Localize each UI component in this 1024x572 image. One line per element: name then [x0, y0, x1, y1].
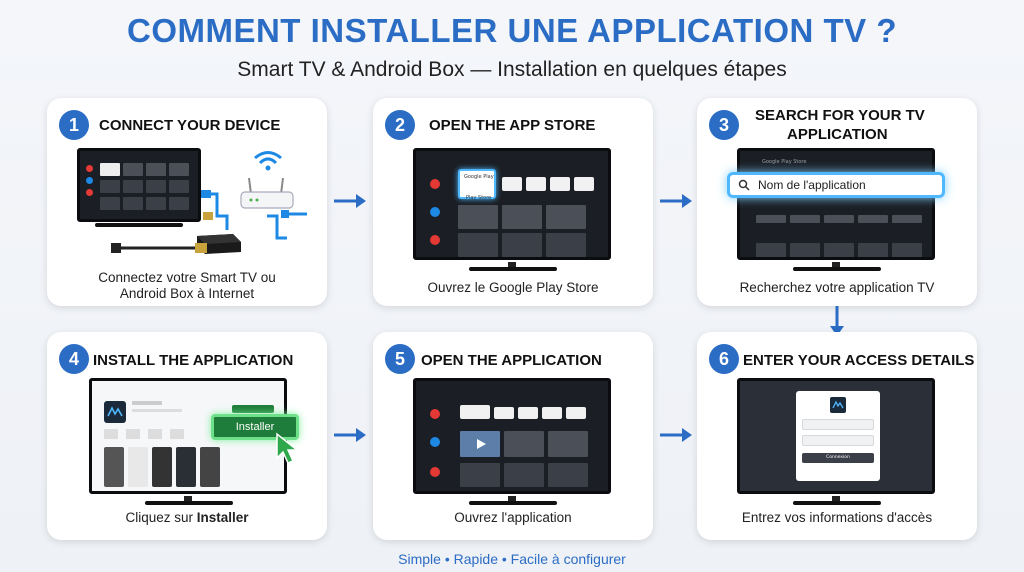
- play-store-tile-label: Google Play: [464, 174, 494, 180]
- page-title: COMMENT INSTALLER UNE APPLICATION TV ?: [126, 12, 898, 49]
- step-badge-1: 1: [59, 110, 89, 140]
- arrow-right-icon: [334, 428, 366, 442]
- login-form: Connexion: [796, 391, 880, 481]
- tv-illustration: [77, 148, 201, 222]
- step-caption-1b: Android Box à Internet: [119, 286, 255, 301]
- step-title-1: CONNECT YOUR DEVICE: [99, 117, 281, 134]
- page-subtitle: Smart TV & Android Box — Installation en…: [237, 58, 787, 81]
- step-title-4: INSTALL THE APPLICATION: [93, 352, 294, 369]
- step-caption-3: Recherchez votre application TV: [739, 280, 935, 295]
- hdmi-cable-icon: [111, 190, 307, 253]
- app-logo-icon: [104, 401, 126, 423]
- tv-illustration: Google Play Play Store: [413, 148, 611, 260]
- step-title-5: OPEN THE APPLICATION: [421, 352, 602, 369]
- tv-illustration: [413, 378, 611, 494]
- step-badge-5: 5: [385, 344, 415, 374]
- footer-tagline: Simple • Rapide • Facile à configurer: [398, 551, 626, 567]
- tv-illustration: Google Play Store: [737, 148, 935, 260]
- search-input[interactable]: Nom de l'application: [727, 172, 945, 198]
- step-title-6: ENTER YOUR ACCESS DETAILS: [743, 352, 975, 369]
- step-title-3a: SEARCH FOR YOUR TV: [755, 107, 925, 124]
- step-card-1: 1 CONNECT YOUR DEVICE: [47, 98, 327, 306]
- app-logo-icon: [830, 397, 846, 413]
- install-button[interactable]: Installer: [211, 414, 299, 440]
- step-title-3b: APPLICATION: [787, 126, 888, 143]
- step-badge-4: 4: [59, 344, 89, 374]
- cursor-icon: [276, 432, 300, 464]
- password-field[interactable]: [802, 435, 874, 446]
- arrow-right-icon: [660, 194, 692, 208]
- step-card-6: 6 ENTER YOUR ACCESS DETAILS Connexion En…: [697, 332, 977, 540]
- arrow-down-icon: [830, 306, 844, 336]
- play-icon: [477, 439, 486, 449]
- step-caption-1a: Connectez votre Smart TV ou: [98, 270, 276, 285]
- wifi-icon: [254, 151, 282, 171]
- store-header-label: Google Play Store: [762, 159, 807, 165]
- router-icon: [240, 177, 294, 209]
- step-badge-6: 6: [709, 344, 739, 374]
- step-badge-2: 2: [385, 110, 415, 140]
- tv-box-icon: [197, 234, 241, 254]
- step-card-3: 3 SEARCH FOR YOUR TV APPLICATION Google …: [697, 98, 977, 306]
- arrow-right-icon: [660, 428, 692, 442]
- step-title-2: OPEN THE APP STORE: [429, 117, 596, 134]
- step-caption-4: Cliquez sur Installer: [125, 510, 249, 525]
- tv-illustration: Connexion: [737, 378, 935, 494]
- username-field[interactable]: [802, 419, 874, 430]
- search-icon: [738, 179, 750, 191]
- step-card-5: 5 OPEN THE APPLICATION Ouvrez l'applicat…: [373, 332, 653, 540]
- step-caption-4-bold: Installer: [196, 510, 249, 525]
- step-caption-2: Ouvrez le Google Play Store: [427, 280, 599, 295]
- search-placeholder: Nom de l'application: [758, 178, 866, 192]
- login-button[interactable]: Connexion: [802, 453, 874, 463]
- step-card-4: 4 INSTALL THE APPLICATION Installer Cliq…: [47, 332, 327, 540]
- step-card-2: 2 OPEN THE APP STORE Google Play Play St…: [373, 98, 653, 306]
- step-caption-6: Entrez vos informations d'accès: [741, 510, 933, 525]
- step-caption-5: Ouvrez l'application: [454, 510, 572, 525]
- step-badge-3: 3: [709, 110, 739, 140]
- arrow-right-icon: [334, 194, 366, 208]
